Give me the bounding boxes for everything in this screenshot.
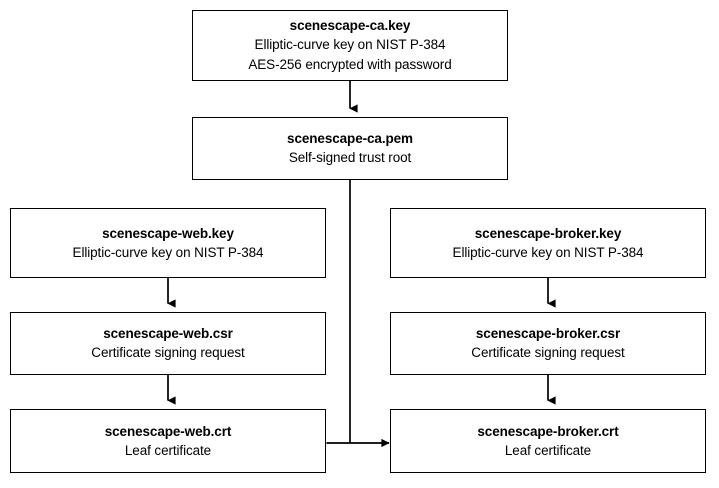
node-scenescape-broker-crt[interactable]: scenescape-broker.crt Leaf certificate: [390, 409, 706, 473]
node-scenescape-broker-csr[interactable]: scenescape-broker.csr Certificate signin…: [390, 312, 706, 375]
node-title: scenescape-web.key: [102, 225, 234, 241]
node-scenescape-web-csr[interactable]: scenescape-web.csr Certificate signing r…: [10, 312, 326, 375]
node-title: scenescape-web.crt: [104, 423, 232, 439]
node-title: scenescape-web.csr: [103, 326, 233, 341]
node-scenescape-ca-pem[interactable]: scenescape-ca.pem Self-signed trust root: [192, 117, 508, 180]
node-scenescape-web-crt[interactable]: scenescape-web.crt Leaf certificate: [10, 409, 326, 473]
node-title: scenescape-ca.pem: [287, 131, 413, 146]
node-detail-line: Certificate signing request: [91, 345, 245, 360]
node-scenescape-web-key[interactable]: scenescape-web.key Elliptic-curve key on…: [10, 208, 326, 278]
node-scenescape-ca-key[interactable]: scenescape-ca.key Elliptic-curve key on …: [192, 10, 508, 81]
node-detail-line: Elliptic-curve key on NIST P-384: [72, 244, 264, 260]
node-detail-line: Leaf certificate: [504, 442, 592, 458]
node-scenescape-broker-key[interactable]: scenescape-broker.key Elliptic-curve key…: [390, 208, 706, 278]
node-detail-line: Certificate signing request: [471, 345, 625, 360]
node-detail-line: Elliptic-curve key on NIST P-384: [452, 244, 644, 260]
node-detail-line: AES-256 encrypted with password: [248, 57, 452, 72]
node-detail-line: Leaf certificate: [124, 442, 212, 458]
node-title: scenescape-broker.csr: [475, 326, 621, 341]
node-detail-line: Self-signed trust root: [288, 150, 412, 165]
node-title: scenescape-ca.key: [289, 18, 411, 33]
node-title: scenescape-broker.crt: [477, 423, 619, 439]
node-detail-line: Elliptic-curve key on NIST P-384: [254, 37, 446, 52]
node-title: scenescape-broker.key: [474, 225, 622, 241]
